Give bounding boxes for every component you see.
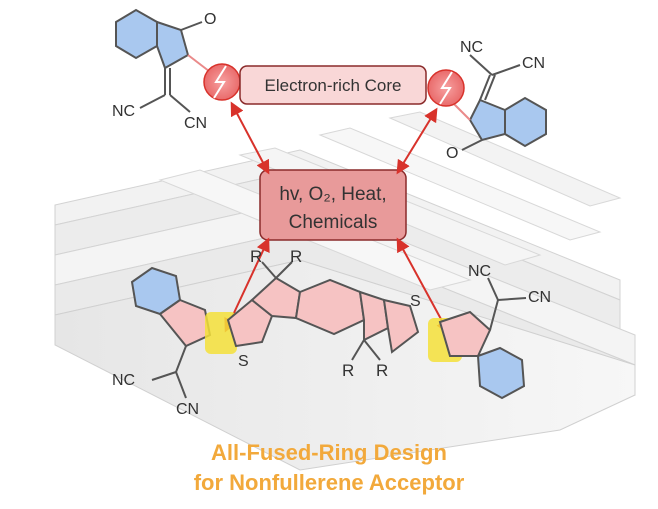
- r-label-bottom-2: R: [376, 361, 388, 380]
- fused-ring-molecule: [130, 261, 527, 400]
- bolt-icon: [439, 71, 453, 105]
- cn-label-bottom-right: CN: [528, 289, 551, 306]
- r-label-top-1: R: [250, 247, 262, 266]
- stimuli-label-line1: hv, O₂, Heat,: [279, 184, 386, 205]
- nc-label-bottom-right: NC: [468, 263, 491, 280]
- oxygen-label-right: O: [446, 145, 458, 162]
- cn-label-bottom-left: CN: [176, 401, 199, 418]
- stimuli-label-line2: Chemicals: [289, 212, 378, 233]
- sulfur-label-left: S: [238, 353, 249, 370]
- end-group-top-right: [444, 54, 547, 151]
- nc-label-top-right: NC: [460, 39, 483, 56]
- r-label-top-2: R: [290, 247, 302, 266]
- r-label-bottom-1: R: [342, 361, 354, 380]
- stimuli-box: [259, 169, 407, 241]
- oxygen-label-top: O: [204, 11, 216, 28]
- sulfur-label-right: S: [410, 293, 421, 310]
- nc-label-top-left: NC: [112, 103, 135, 120]
- arrow-to-bottom-right-site: [396, 237, 450, 335]
- core-label: Electron-rich Core: [265, 76, 402, 95]
- bolt-icon: [213, 65, 227, 99]
- end-group-top-left: [115, 8, 219, 113]
- nc-label-bottom-left: NC: [112, 372, 135, 389]
- cn-label-top-left: CN: [184, 115, 207, 132]
- arrow-to-top-right-site: [396, 107, 438, 175]
- core-box: [239, 65, 427, 105]
- cn-label-top-right: CN: [522, 55, 545, 72]
- caption-line1: All-Fused-Ring Design: [211, 440, 447, 465]
- caption-line2: for Nonfullerene Acceptor: [193, 470, 465, 495]
- arrow-to-top-left-site: [230, 101, 270, 175]
